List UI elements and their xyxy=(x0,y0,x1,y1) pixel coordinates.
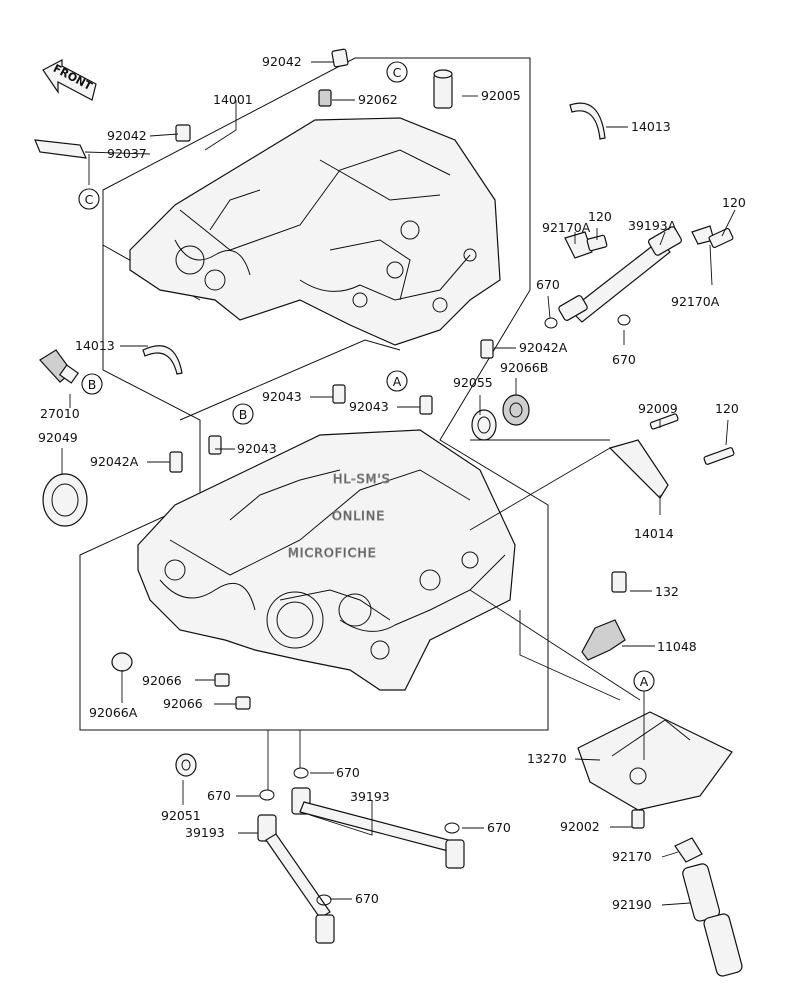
part-label: 670 xyxy=(336,765,360,780)
oil-pressure-switch xyxy=(39,349,80,384)
oil-pipe-39193A xyxy=(544,225,734,329)
part-label: 132 xyxy=(655,584,679,599)
front-arrow: FRONT xyxy=(42,59,97,101)
watermark-line: MICROFICHE xyxy=(288,545,377,560)
part-label: 92051 xyxy=(161,808,201,823)
oil-screen-and-bracket xyxy=(577,571,743,977)
watermark: HL-SM'S ONLINE MICROFICHE xyxy=(288,471,391,561)
part-label: 92043 xyxy=(262,389,302,404)
callout-b-switch: B xyxy=(81,373,103,395)
part-label: 14001 xyxy=(213,92,253,107)
part-label: 92190 xyxy=(612,897,652,912)
breather-plate-14014 xyxy=(608,413,735,499)
part-label: 92042A xyxy=(519,340,568,355)
callout-a-screen: A xyxy=(633,670,655,692)
callout-letter: A xyxy=(640,674,649,689)
dowel-pins xyxy=(169,48,494,710)
part-label: 92043 xyxy=(349,399,389,414)
part-label: 14013 xyxy=(75,338,115,353)
part-label: 670 xyxy=(207,788,231,803)
part-label: 39193 xyxy=(185,825,225,840)
bracket-92037 xyxy=(34,139,88,159)
part-label: 670 xyxy=(487,820,511,835)
part-label: 92043 xyxy=(237,441,277,456)
part-label: 92042A xyxy=(90,454,139,469)
part-label: 92009 xyxy=(638,401,678,416)
part-label: 92066 xyxy=(142,673,182,688)
part-label: 92042 xyxy=(262,54,302,69)
callout-a-case: A xyxy=(386,370,408,392)
part-label: 39193A xyxy=(628,218,677,233)
upper-crankcase xyxy=(129,117,501,346)
half-bearings xyxy=(142,102,606,375)
part-label: 92066 xyxy=(163,696,203,711)
part-label: 670 xyxy=(536,277,560,292)
part-label: 92005 xyxy=(481,88,521,103)
callout-c-top: C xyxy=(386,61,408,83)
callout-letter: A xyxy=(393,374,402,389)
lower-oil-pipes xyxy=(257,767,465,944)
part-label: 92042 xyxy=(107,128,147,143)
leader-lines xyxy=(61,61,736,906)
callout-letter: C xyxy=(85,192,94,207)
part-label: 92002 xyxy=(560,819,600,834)
part-label: 14014 xyxy=(634,526,674,541)
part-label: 92066A xyxy=(89,705,138,720)
callout-letter: C xyxy=(393,65,402,80)
part-label: 92062 xyxy=(358,92,398,107)
part-label: 670 xyxy=(355,891,379,906)
part-label: 13270 xyxy=(527,751,567,766)
part-label: 120 xyxy=(715,401,739,416)
part-label: 92170 xyxy=(612,849,652,864)
callout-b-case: B xyxy=(232,403,254,425)
part-label: 92037 xyxy=(107,146,147,161)
part-label: 39193 xyxy=(350,789,390,804)
part-label: 120 xyxy=(588,209,612,224)
part-label: 14013 xyxy=(631,119,671,134)
part-label: 120 xyxy=(722,195,746,210)
watermark-line: HL-SM'S xyxy=(333,471,391,486)
part-label: 92170A xyxy=(542,220,591,235)
lower-crankcase xyxy=(137,429,516,691)
callout-letter: B xyxy=(239,407,248,422)
part-number-labels: 92042 14001 92062 92005 14013 92042 9203… xyxy=(38,54,746,912)
part-label: 92066B xyxy=(500,360,548,375)
callout-letter: B xyxy=(88,377,97,392)
part-label: 92170A xyxy=(671,294,720,309)
watermark-line: ONLINE xyxy=(332,508,385,523)
part-label: 11048 xyxy=(657,639,697,654)
callout-c-left: C xyxy=(78,188,100,210)
part-label: 27010 xyxy=(40,406,80,421)
part-label: 92049 xyxy=(38,430,78,445)
part-label: 670 xyxy=(612,352,636,367)
part-label: 92055 xyxy=(453,375,493,390)
oil-seals-and-plugs xyxy=(42,394,530,777)
